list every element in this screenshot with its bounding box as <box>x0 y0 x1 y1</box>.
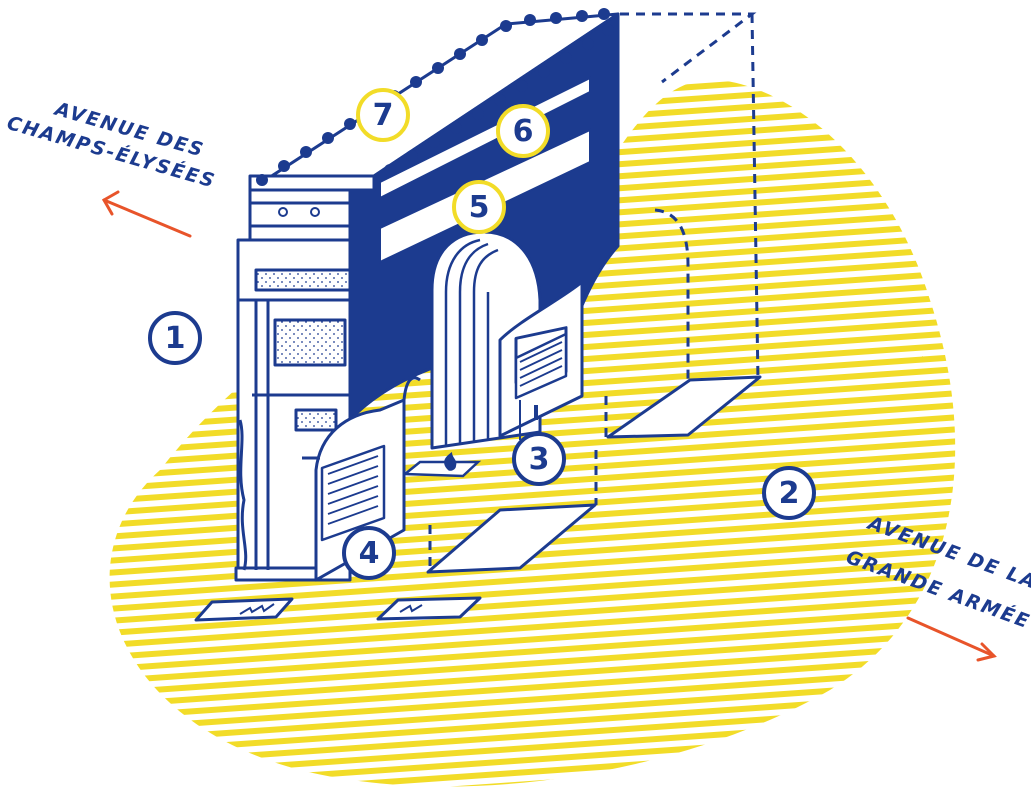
arrow-down-right-icon <box>908 618 994 660</box>
callout-5: 5 <box>452 180 506 234</box>
callout-3: 3 <box>512 432 566 486</box>
callout-4: 4 <box>342 526 396 580</box>
callout-1: 1 <box>148 311 202 365</box>
callout-2: 2 <box>762 466 816 520</box>
callout-6: 6 <box>496 104 550 158</box>
callout-7: 7 <box>356 88 410 142</box>
arrow-up-left-icon <box>104 192 190 236</box>
